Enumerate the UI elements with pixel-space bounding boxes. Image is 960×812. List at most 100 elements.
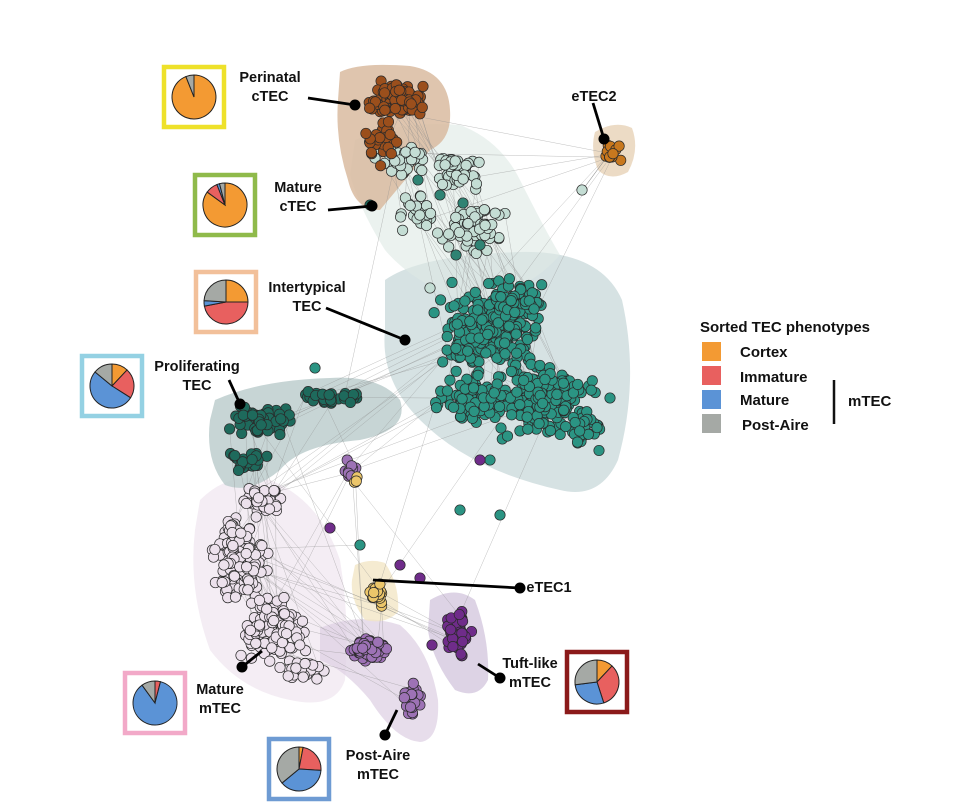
node-post-aire-mtec [357,642,369,654]
pointer-dot-mature-mtec [236,661,248,673]
node-mature-ctec [424,207,437,219]
network-edge [280,468,353,618]
node-perinatal-ctec [365,147,377,159]
node-intertypical-tec [558,404,570,416]
node-perinatal-ctec [379,104,391,116]
node-intertypical-tec [560,421,572,433]
network-edge [403,104,534,297]
node-proliferating-tec [323,389,335,401]
node-mature-ctec [489,207,501,219]
node-tuft-like-mtec [447,641,459,653]
pie-slice-postaire [218,182,226,206]
node-proliferating-tec [246,453,258,466]
node-proliferating-tec [275,413,287,425]
node-tuft-like-mtec [445,624,457,636]
node-mature-mtec [278,592,290,604]
node-intertypical-tec [499,337,511,349]
node-intertypical-tec [456,393,468,405]
label-line: mTEC [357,767,399,783]
node-intertypical-tec [464,315,476,327]
node-intertypical-tec [557,377,569,389]
node-intertypical-tec [450,342,462,354]
node-proliferating-tec [232,464,245,477]
label-line: Perinatal [239,70,300,86]
node-intertypical-tec [585,384,597,396]
legend-swatch-immature [702,366,721,385]
network-edge [286,633,412,703]
network-edge [344,160,396,394]
node-mature-mtec [297,671,309,683]
node-etec1 [350,475,362,487]
network-nodes [206,75,627,720]
node-intertypical-tec [494,509,506,521]
pie-perinatal-ctec [161,64,227,130]
legend-item-postaire: Post-Aire [702,414,809,434]
label-line: Mature [274,180,322,196]
network-edge [263,507,384,647]
node-mature-mtec [240,548,252,560]
node-mature-mtec [235,527,247,539]
network-edge [246,394,306,562]
legend-swatch-postaire [702,414,721,433]
network-edge [388,130,468,225]
node-intertypical-tec [488,387,500,399]
node-mature-ctec [420,219,433,232]
node-mature-ctec [395,211,407,223]
node-intertypical-tec [533,418,545,430]
network-edge [452,168,459,319]
node-intertypical-tec [604,392,616,404]
pointer-dot-proliferating-tec [234,398,246,410]
legend-mtec-group-label: mTEC [848,393,892,410]
network-edge [475,150,613,298]
node-mature-mtec [250,511,262,523]
node-post-aire-mtec [407,677,419,689]
pie-mature-ctec [192,172,258,238]
node-mature-mtec [227,540,239,552]
node-tuft-like-mtec [457,635,469,648]
pie-post-aire-mtec [266,736,332,802]
node-mature-mtec [294,639,306,651]
node-intertypical-tec [572,378,584,390]
network-edge [254,492,355,650]
node-intertypical-tec [435,294,447,306]
node-tuft-like-mtec [474,454,486,466]
network-edge [243,354,452,502]
node-perinatal-ctec [384,128,396,141]
legend-item-mature: Mature [702,390,789,409]
label-pointers [227,96,610,741]
label-line: Post-Aire [346,748,410,764]
node-post-aire-mtec [404,701,417,713]
node-intertypical-tec [511,347,523,359]
legend-label-mature: Mature [740,392,789,409]
node-intertypical-tec [448,401,460,413]
node-perinatal-ctec [379,87,391,99]
node-perinatal-ctec [364,102,376,114]
node-mature-ctec [443,241,455,253]
legend-title: Sorted TEC phenotypes [700,319,870,336]
node-mature-ctec [450,249,462,261]
network-edge [399,97,474,311]
pointer-dot-etec1 [514,582,526,594]
node-mature-mtec [218,559,230,571]
network-edge [273,349,448,491]
pie-slice-immature [203,301,249,325]
pie-slice-mature [574,681,605,705]
node-proliferating-tec [246,409,259,421]
legend-item-cortex: Cortex [702,342,788,361]
node-proliferating-tec [255,419,267,431]
node-mature-ctec [404,199,416,212]
node-proliferating-tec [237,409,249,421]
label-line: eTEC2 [571,89,616,105]
pie-mature-mtec [122,670,188,736]
network-edge [239,551,466,637]
node-mature-mtec [280,628,293,640]
node-mature-ctec [457,197,469,209]
label-line: Mature [196,682,244,698]
node-mature-ctec [449,155,461,167]
node-mature-mtec [282,670,294,682]
node-tuft-like-mtec [455,648,467,660]
node-intertypical-tec [536,279,548,291]
node-mature-mtec [296,615,309,627]
